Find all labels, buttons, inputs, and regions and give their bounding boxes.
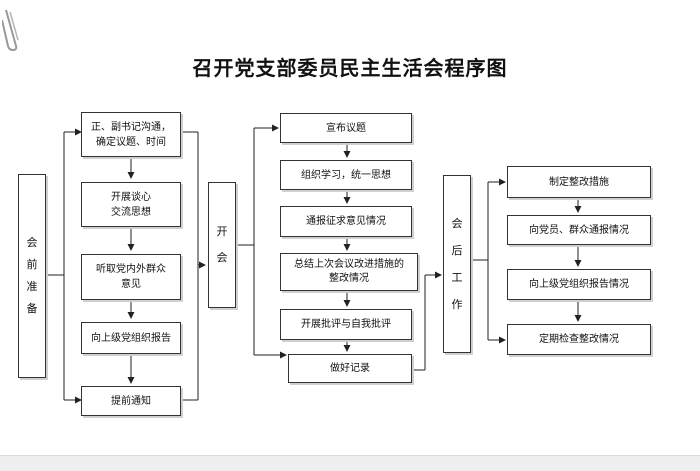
stage-char: 后 — [451, 244, 463, 257]
post-step-periodic-check: 定期检查整改情况 — [507, 324, 651, 355]
stage-char: 作 — [451, 298, 463, 311]
bottom-edge — [0, 455, 700, 471]
step-label: 向党员、群众通报情况 — [529, 224, 629, 236]
step-label: 开展批评与自我批评 — [301, 319, 391, 330]
post-step-report-superior: 向上级党组织报告情况 — [507, 269, 651, 300]
prep-step-heart-to-heart: 开展谈心 交流思想 — [81, 182, 181, 227]
step-label: 听取党内外群众 意见 — [96, 264, 166, 290]
meeting-step-record: 做好记录 — [288, 354, 412, 383]
stage-char: 备 — [26, 302, 38, 315]
step-label: 做好记录 — [330, 363, 370, 374]
meeting-step-report-opinions: 通报征求意见情况 — [280, 206, 412, 237]
stage-char: 工 — [451, 271, 463, 284]
diagram-title: 召开党支部委员民主生活会程序图 — [192, 56, 508, 80]
stage-char: 前 — [26, 258, 38, 271]
step-label: 向上级党组织报告 — [91, 332, 171, 344]
step-label: 制定整改措施 — [549, 176, 609, 188]
stage-char: 准 — [26, 280, 38, 293]
post-step-inform-members: 向党员、群众通报情况 — [507, 215, 651, 245]
meeting-step-announce-topic: 宣布议题 — [280, 113, 412, 143]
stage-meeting: 开 会 — [208, 182, 236, 308]
paperclip-icon — [2, 9, 19, 52]
stage-char: 会 — [451, 217, 463, 230]
stage-post-meeting: 会 后 工 作 — [443, 175, 471, 353]
stage-pre-meeting: 会 前 准 备 — [18, 174, 46, 378]
step-label: 总结上次会议改进措施的 整改情况 — [294, 259, 404, 284]
step-label: 正、副书记沟通， 确定议题、时间 — [91, 121, 171, 148]
step-label: 向上级党组织报告情况 — [529, 279, 629, 290]
stage-char: 开 — [216, 225, 228, 238]
prep-step-report-superior: 向上级党组织报告 — [81, 322, 181, 354]
prep-step-advance-notice: 提前通知 — [81, 386, 181, 416]
meeting-step-review-rectification: 总结上次会议改进措施的 整改情况 — [280, 253, 418, 291]
prep-step-communicate: 正、副书记沟通， 确定议题、时间 — [81, 112, 181, 157]
step-label: 宣布议题 — [326, 122, 366, 134]
step-label: 提前通知 — [111, 395, 151, 407]
step-label: 开展谈心 交流思想 — [111, 191, 151, 218]
step-label: 组织学习，统一思想 — [301, 169, 391, 181]
stage-char: 会 — [26, 236, 38, 249]
post-step-rectification-measures: 制定整改措施 — [507, 166, 651, 198]
step-label: 通报征求意见情况 — [306, 216, 386, 227]
step-label: 定期检查整改情况 — [539, 334, 619, 345]
meeting-step-criticism: 开展批评与自我批评 — [280, 309, 412, 340]
stage-char: 会 — [216, 251, 228, 264]
meeting-step-study: 组织学习，统一思想 — [280, 160, 412, 190]
prep-step-collect-opinions: 听取党内外群众 意见 — [81, 254, 181, 300]
